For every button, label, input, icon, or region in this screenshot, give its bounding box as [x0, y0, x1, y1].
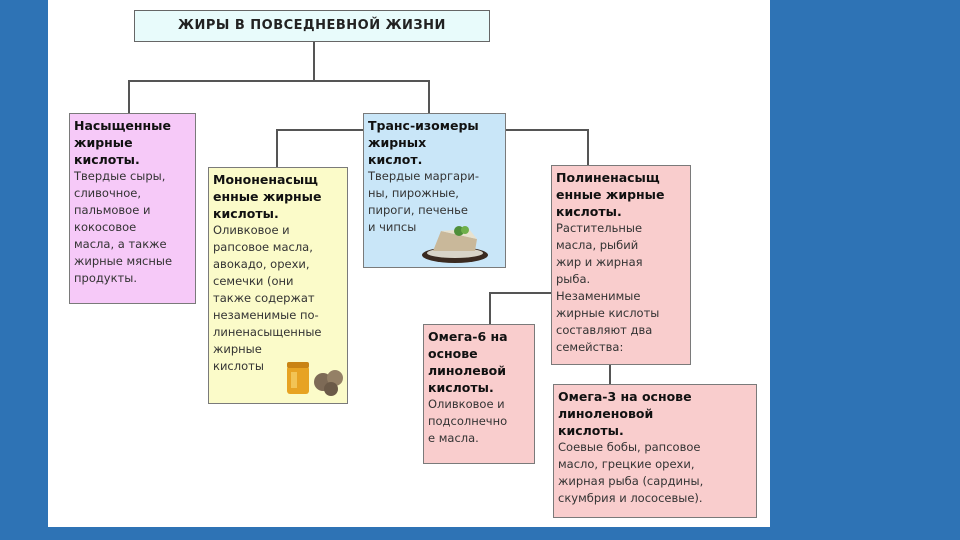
connector-line: [587, 129, 589, 165]
box-text: Оливковое и рапсовое масла, авокадо, оре…: [213, 223, 322, 373]
box-trans-isomers: Транс-изомеры жирных кислот. Твердые мар…: [363, 113, 506, 268]
box-text: Соевые бобы, рапсовое масло, грецкие оре…: [558, 440, 704, 505]
box-omega-3: Омега-3 на основе линоленовой кислоты. С…: [553, 384, 757, 518]
connector-line: [276, 129, 278, 167]
connector-line: [489, 292, 551, 294]
connector-line: [489, 292, 491, 324]
box-text: Растительные масла, рыбий жир и жирная р…: [556, 221, 660, 354]
connector-line: [128, 80, 430, 82]
box-title: Транс-изомеры жирных кислот.: [368, 118, 479, 167]
box-title: Омега-3 на основе линоленовой кислоты.: [558, 389, 692, 438]
diagram-canvas: ЖИРЫ В ПОВСЕДНЕВНОЙ ЖИЗНИ Насыщенные жир…: [48, 0, 770, 527]
box-monounsaturated-fatty-acids: Мононенасыщ енные жирные кислоты. Оливко…: [208, 167, 348, 404]
connector-line: [428, 80, 430, 114]
box-text: Оливковое и подсолнечно е масла.: [428, 397, 508, 445]
box-text: Твердые маргари- ны, пирожные, пироги, п…: [368, 169, 479, 234]
box-title: Мононенасыщ енные жирные кислоты.: [213, 172, 322, 221]
box-title: Полиненасыщ енные жирные кислоты.: [556, 170, 665, 219]
box-title: Омега-6 на основе линолевой кислоты.: [428, 329, 508, 395]
diagram-title: ЖИРЫ В ПОВСЕДНЕВНОЙ ЖИЗНИ: [134, 10, 490, 42]
box-title: Насыщенные жирные кислоты.: [74, 118, 171, 167]
box-saturated-fatty-acids: Насыщенные жирные кислоты. Твердые сыры,…: [69, 113, 196, 304]
honey-and-walnuts-image: [287, 362, 343, 396]
connector-line: [128, 80, 130, 114]
box-omega-6: Омега-6 на основе линолевой кислоты. Оли…: [423, 324, 535, 464]
connector-line: [313, 42, 315, 80]
box-text: Твердые сыры, сливочное, пальмовое и кок…: [74, 169, 173, 285]
box-polyunsaturated-fatty-acids: Полиненасыщ енные жирные кислоты. Растит…: [551, 165, 691, 365]
cake-on-plate-image: [422, 226, 488, 263]
connector-line: [609, 364, 611, 384]
